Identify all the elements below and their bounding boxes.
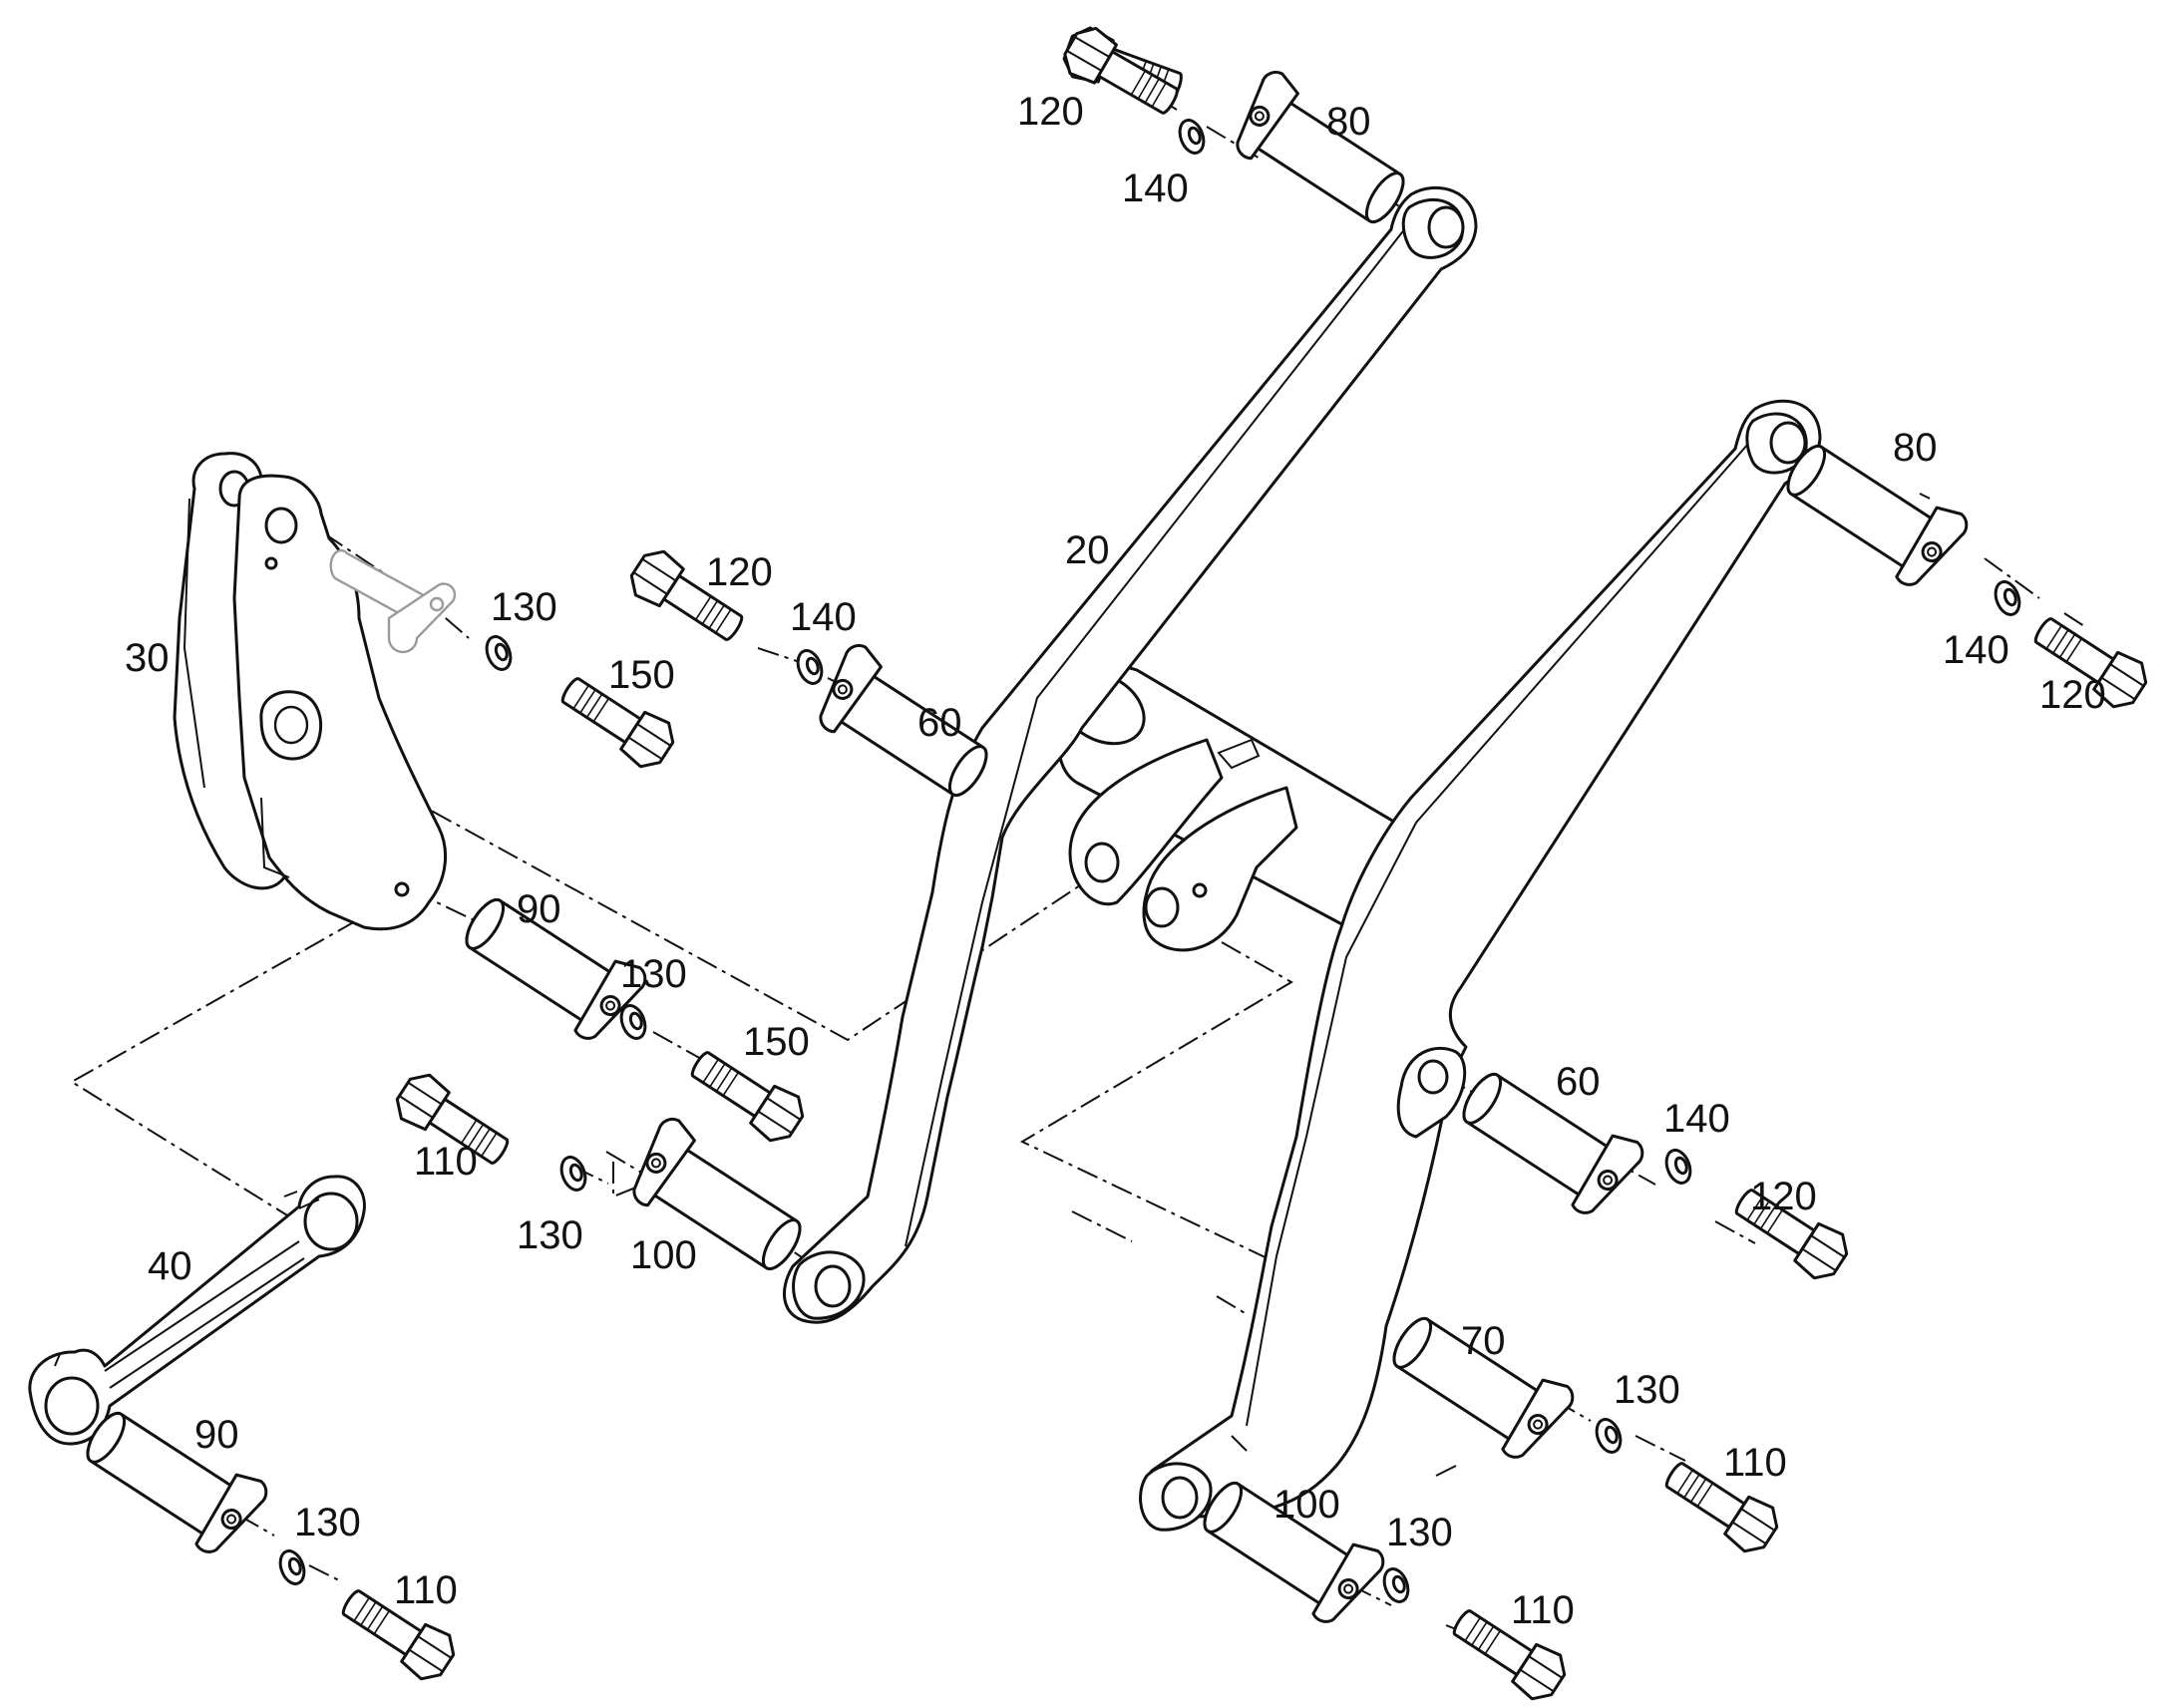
callout-30: 30: [125, 636, 170, 680]
callout-150-crank: 150: [608, 653, 675, 697]
callout-70: 70: [1461, 1319, 1506, 1363]
callout-150-crank-lower: 150: [743, 1020, 810, 1064]
callout-130-crank: 130: [491, 585, 557, 629]
callout-120-top: 120: [1017, 90, 1084, 134]
callout-140-mid: 140: [790, 595, 857, 639]
hidden-pin: [329, 548, 457, 654]
pin-60-right: [1447, 1050, 1649, 1226]
loader-arm-frame: [783, 185, 1822, 1532]
callout-120-right-mid: 120: [1750, 1175, 1817, 1218]
callout-90-link: 90: [194, 1413, 239, 1457]
callout-80-top: 80: [1326, 100, 1371, 144]
callout-110-right-low: 110: [1723, 1441, 1787, 1485]
callout-120-mid: 120: [706, 550, 773, 594]
callout-100-left: 100: [630, 1233, 697, 1277]
callouts: 20 30 40 60 60 70 80 80 90 90 100 100 11…: [125, 90, 2106, 1632]
callout-60-mid: 60: [917, 701, 962, 745]
callout-60-right: 60: [1556, 1060, 1601, 1104]
washer-130-right-low: [1591, 1414, 1627, 1458]
bell-crank: [173, 452, 448, 931]
washer-140-top: [1174, 115, 1210, 159]
pin-80-top: [1221, 65, 1423, 241]
washer-130-crank: [481, 631, 517, 675]
callout-130-link: 130: [294, 1501, 361, 1544]
callout-130-crank-lower: 130: [620, 952, 687, 996]
washer-140-mid: [792, 645, 828, 689]
callout-130-right-low: 130: [1614, 1368, 1680, 1412]
washer-140-right-mid: [1660, 1145, 1696, 1189]
callout-40: 40: [148, 1244, 192, 1288]
washer-130-left: [555, 1152, 591, 1196]
callout-20: 20: [1065, 528, 1110, 572]
callout-100-right: 100: [1273, 1483, 1340, 1527]
callout-130-left: 130: [517, 1213, 583, 1257]
callout-110-left: 110: [414, 1140, 478, 1184]
callout-130-right-bottom: 130: [1386, 1511, 1453, 1554]
callout-90-crank: 90: [517, 887, 561, 931]
callout-140-right-mid: 140: [1663, 1097, 1730, 1141]
washer-130-right-bottom: [1378, 1563, 1414, 1607]
callout-120-right: 120: [2039, 673, 2106, 717]
connecting-link: [28, 1175, 366, 1446]
washer-130-link: [274, 1545, 310, 1589]
callout-140-top: 140: [1122, 167, 1189, 210]
callout-110-right-bottom: 110: [1511, 1588, 1575, 1632]
callout-140-right: 140: [1943, 628, 2009, 672]
callout-80-right: 80: [1893, 426, 1938, 470]
callout-110-link: 110: [394, 1568, 458, 1612]
